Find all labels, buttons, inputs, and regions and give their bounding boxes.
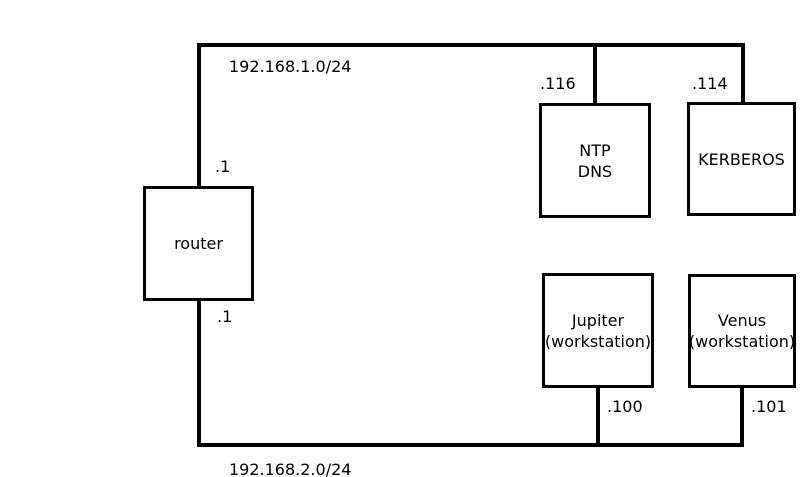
venus-node-label-line2: (workstation) — [688, 332, 796, 351]
kerberos-connector-line — [741, 45, 745, 104]
router-node: router — [143, 186, 254, 301]
lan1-bus-line — [197, 43, 745, 47]
ntp-dns-node-label-line2: DNS — [577, 161, 613, 181]
router-lan2-address-label: .1 — [217, 307, 233, 326]
venus-node-label-line1: Venus — [717, 311, 767, 330]
router-lan1-connector-line — [197, 45, 201, 187]
kerberos-node-label: KERBEROS — [698, 149, 785, 169]
venus-workstation-node: Venus (workstation) — [688, 274, 796, 388]
jupiter-address-label: .100 — [607, 397, 643, 416]
venus-connector-line — [740, 387, 744, 445]
ntp-dns-address-label: .116 — [540, 74, 576, 93]
ntpdns-connector-line — [593, 45, 597, 105]
venus-address-label: .101 — [751, 397, 787, 416]
router-node-label: router — [174, 234, 223, 253]
lan1-cidr-label: 192.168.1.0/24 — [229, 57, 352, 76]
router-lan2-connector-line — [197, 300, 201, 445]
lan2-bus-line — [197, 443, 744, 447]
jupiter-workstation-node: Jupiter (workstation) — [542, 273, 654, 388]
jupiter-node-label-line1: Jupiter — [571, 310, 625, 330]
jupiter-node-label-line2: (workstation) — [544, 331, 652, 351]
kerberos-address-label: .114 — [692, 74, 728, 93]
jupiter-connector-line — [596, 386, 600, 445]
ntp-dns-node-label-line1: NTP — [579, 140, 611, 160]
kerberos-server-node: KERBEROS — [687, 102, 796, 216]
router-lan1-address-label: .1 — [215, 157, 231, 176]
lan2-cidr-label: 192.168.2.0/24 — [229, 460, 352, 477]
ntp-dns-server-node: NTP DNS — [539, 103, 651, 218]
